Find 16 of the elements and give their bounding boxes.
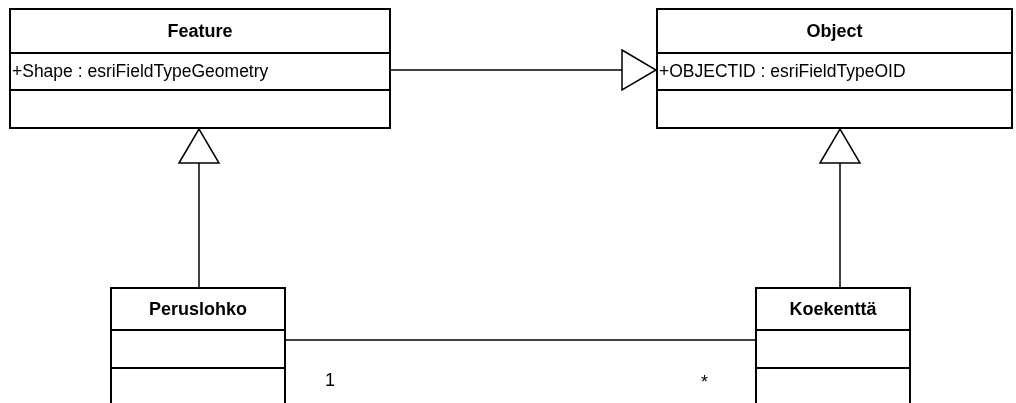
class-name: Peruslohko	[148, 298, 248, 320]
class-box	[755, 287, 911, 403]
association-line	[285, 339, 756, 341]
attribute-text: +Shape : esriFieldTypeGeometry	[11, 61, 269, 82]
class-name: Koekenttä	[788, 298, 878, 320]
class-box	[656, 8, 1013, 129]
generalization-arrow	[390, 49, 657, 91]
generalization-arrow	[819, 128, 861, 288]
class-name: Object	[805, 20, 864, 42]
class-box	[110, 287, 286, 403]
generalization-arrow	[178, 128, 220, 288]
class-name: Feature	[166, 20, 234, 42]
class-box	[9, 8, 391, 129]
multiplicity-label: 1	[325, 370, 335, 391]
multiplicity-label: *	[701, 372, 708, 393]
attribute-text: +OBJECTID : esriFieldTypeOID	[658, 61, 906, 82]
